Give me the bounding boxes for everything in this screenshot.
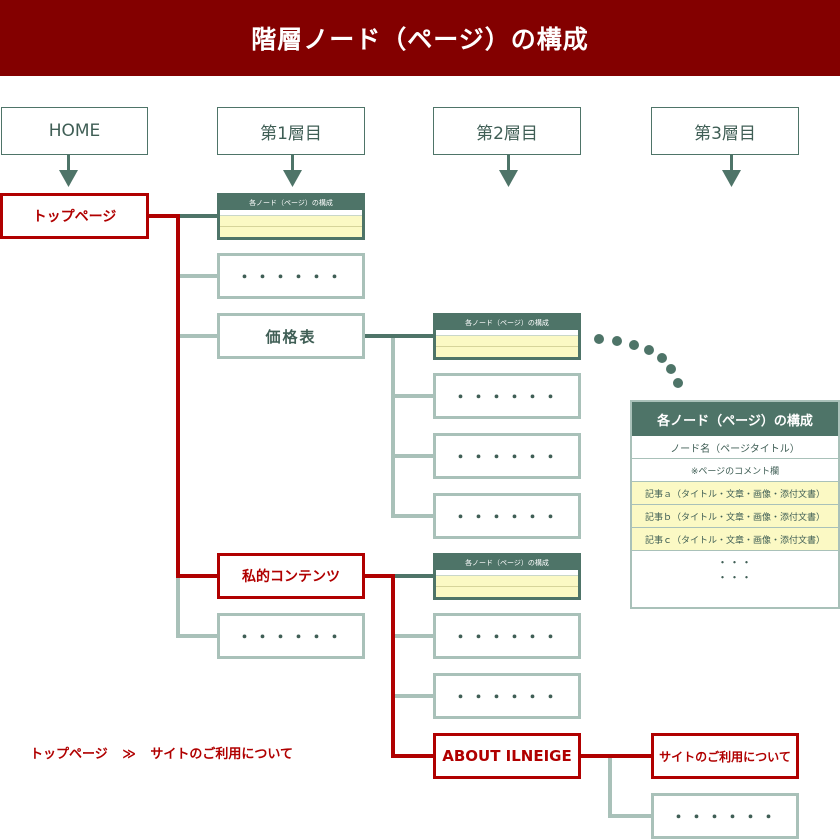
mini-node-card-name-row bbox=[220, 210, 362, 216]
mini-node-card-article-row bbox=[436, 347, 578, 357]
arrow-stem-l2 bbox=[507, 155, 510, 170]
connector-l1-placeholder-2 bbox=[176, 576, 217, 638]
active-path-top bbox=[148, 214, 217, 578]
arrow-stem-l1 bbox=[291, 155, 294, 170]
page-title: 階層ノード（ページ）の構成 bbox=[0, 0, 840, 76]
node-placeholder[interactable]: ・・・・・・ bbox=[433, 493, 581, 539]
callout-dot bbox=[629, 340, 639, 350]
node-price-table[interactable]: 価格表 bbox=[217, 313, 365, 359]
mini-node-card-article-row bbox=[220, 227, 362, 237]
breadcrumb-start[interactable]: トップページ bbox=[30, 747, 108, 762]
node-structure-detail: 各ノード（ページ）の構成 ノード名（ページタイトル） ※ページのコメント欄 記事… bbox=[630, 400, 840, 609]
node-top-page[interactable]: トップページ bbox=[0, 193, 149, 239]
mini-node-card-article-row bbox=[436, 576, 578, 587]
mini-node-card-title: 各ノード（ページ）の構成 bbox=[220, 196, 362, 210]
arrow-stem-home bbox=[67, 155, 70, 170]
detail-comment: ※ページのコメント欄 bbox=[632, 459, 838, 482]
callout-dot bbox=[657, 353, 667, 363]
node-placeholder[interactable]: ・・・・・・ bbox=[433, 433, 581, 479]
mini-node-card-name-row bbox=[436, 570, 578, 576]
detail-more-line: ・・・ bbox=[717, 571, 753, 584]
detail-article-a: 記事ａ（タイトル・文章・画像・添付文書） bbox=[632, 482, 838, 505]
arrow-down-icon bbox=[499, 170, 518, 187]
node-placeholder[interactable]: ・・・・・・ bbox=[217, 613, 365, 659]
detail-node-name: ノード名（ページタイトル） bbox=[632, 436, 838, 459]
connector-price-branch bbox=[365, 334, 433, 518]
column-header-home: HOME bbox=[1, 107, 148, 155]
callout-dot bbox=[612, 336, 622, 346]
callout-dot bbox=[666, 364, 676, 374]
detail-title: 各ノード（ページ）の構成 bbox=[632, 402, 838, 436]
arrow-down-icon bbox=[59, 170, 78, 187]
detail-article-c: 記事ｃ（タイトル・文章・画像・添付文書） bbox=[632, 528, 838, 551]
node-placeholder[interactable]: ・・・・・・ bbox=[651, 793, 799, 839]
node-placeholder[interactable]: ・・・・・・ bbox=[433, 613, 581, 659]
detail-more: ・・・ ・・・ bbox=[632, 551, 838, 607]
arrow-down-icon bbox=[722, 170, 741, 187]
breadcrumb-separator: ≫ bbox=[122, 747, 136, 762]
connector-l3-placeholder bbox=[608, 756, 651, 818]
node-placeholder[interactable]: ・・・・・・ bbox=[217, 253, 365, 299]
callout-dot bbox=[594, 334, 604, 344]
column-header-level1: 第1層目 bbox=[217, 107, 365, 155]
node-private-contents[interactable]: 私的コンテンツ bbox=[217, 553, 365, 599]
mini-node-card: 各ノード（ページ）の構成 bbox=[433, 313, 581, 360]
mini-node-card: 各ノード（ページ）の構成 bbox=[433, 553, 581, 600]
mini-node-card-article-row bbox=[436, 587, 578, 597]
detail-article-b: 記事ｂ（タイトル・文章・画像・添付文書） bbox=[632, 505, 838, 528]
active-path-private bbox=[365, 574, 433, 758]
breadcrumb-end: サイトのご利用について bbox=[150, 747, 294, 762]
node-placeholder[interactable]: ・・・・・・ bbox=[433, 673, 581, 719]
mini-node-card-title: 各ノード（ページ）の構成 bbox=[436, 316, 578, 330]
arrow-stem-l3 bbox=[730, 155, 733, 170]
column-header-level2: 第2層目 bbox=[433, 107, 581, 155]
detail-more-line: ・・・ bbox=[717, 556, 753, 569]
breadcrumb: トップページ ≫ サイトのご利用について bbox=[30, 743, 293, 762]
callout-dot bbox=[644, 345, 654, 355]
mini-node-card-name-row bbox=[436, 330, 578, 336]
mini-node-card-article-row bbox=[220, 216, 362, 227]
node-placeholder[interactable]: ・・・・・・ bbox=[433, 373, 581, 419]
node-about[interactable]: ABOUT ILNEIGE bbox=[433, 733, 581, 779]
mini-node-card-title: 各ノード（ページ）の構成 bbox=[436, 556, 578, 570]
arrow-down-icon bbox=[283, 170, 302, 187]
column-header-level3: 第3層目 bbox=[651, 107, 799, 155]
mini-node-card-article-row bbox=[436, 336, 578, 347]
callout-dot bbox=[673, 378, 683, 388]
node-site-usage[interactable]: サイトのご利用について bbox=[651, 733, 799, 779]
mini-node-card: 各ノード（ページ）の構成 bbox=[217, 193, 365, 240]
